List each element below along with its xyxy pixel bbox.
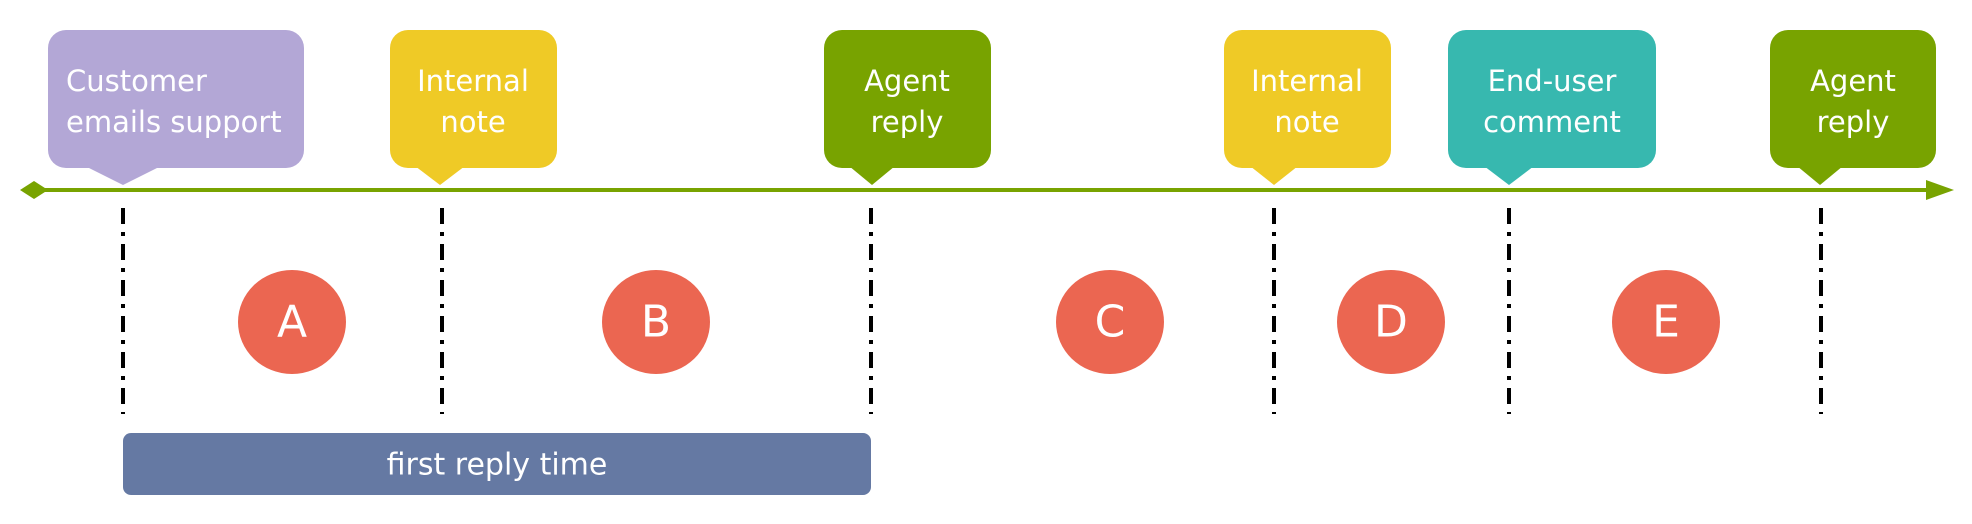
- event-label-line: End-user: [1488, 64, 1617, 98]
- bubble-pointer: [415, 166, 465, 185]
- bubble-pointer: [1250, 166, 1298, 185]
- segment-letter: B: [641, 297, 671, 348]
- event-bubble-customer-emails: Customer emails support: [48, 30, 304, 185]
- segment-letter: A: [277, 297, 307, 348]
- segment-circle: [1337, 270, 1445, 374]
- bubble-body: [390, 30, 557, 168]
- timeline-arrowhead: [1926, 180, 1954, 200]
- first-reply-time-label: first reply time: [387, 448, 608, 483]
- event-dividers: [121, 208, 1823, 414]
- segment-marker-a: A: [238, 270, 346, 374]
- segment-letter: E: [1652, 297, 1680, 348]
- event-bubble-agent-reply: Agent reply: [1770, 30, 1936, 185]
- segment-letter: D: [1374, 297, 1408, 348]
- segment-circle: [1612, 270, 1720, 374]
- event-label-line: Agent: [864, 64, 950, 98]
- bubble-pointer: [849, 166, 895, 185]
- bubble-body: [48, 30, 304, 168]
- segment-letter: C: [1095, 297, 1126, 348]
- first-reply-time-bar-fill: [123, 433, 871, 495]
- bubble-pointer: [1484, 166, 1534, 185]
- event-bubble-internal-note: Internal note: [1224, 30, 1391, 185]
- event-label-line: Customer: [66, 64, 207, 98]
- event-label-line: note: [1274, 105, 1339, 139]
- event-label-line: Agent: [1810, 64, 1896, 98]
- event-label-line: emails support: [66, 105, 282, 139]
- timeline-start-diamond: [20, 181, 48, 199]
- timeline-axis: [20, 180, 1954, 200]
- event-label-line: Internal: [417, 64, 529, 98]
- event-label-line: note: [440, 105, 505, 139]
- event-bubble-agent-reply: Agent reply: [824, 30, 991, 185]
- bubble-pointer: [85, 166, 161, 185]
- segment-marker-d: D: [1337, 270, 1445, 374]
- segment-circle: [1056, 270, 1164, 374]
- event-bubble-internal-note: Internal note: [390, 30, 557, 185]
- segment-circle: [602, 270, 710, 374]
- segment-marker-e: E: [1612, 270, 1720, 374]
- segment-marker-b: B: [602, 270, 710, 374]
- segment-circle: [238, 270, 346, 374]
- event-bubble-end-user-comment: End-user comment: [1448, 30, 1656, 185]
- event-label-line: Internal: [1251, 64, 1363, 98]
- first-reply-time-bar: first reply time: [123, 433, 871, 495]
- segment-marker-c: C: [1056, 270, 1164, 374]
- bubble-body: [1770, 30, 1936, 168]
- bubble-body: [824, 30, 991, 168]
- bubble-body: [1448, 30, 1656, 168]
- bubble-pointer: [1797, 166, 1843, 185]
- bubble-body: [1224, 30, 1391, 168]
- event-label-line: comment: [1483, 105, 1621, 139]
- event-label-line: reply: [871, 105, 944, 139]
- event-label-line: reply: [1817, 105, 1890, 139]
